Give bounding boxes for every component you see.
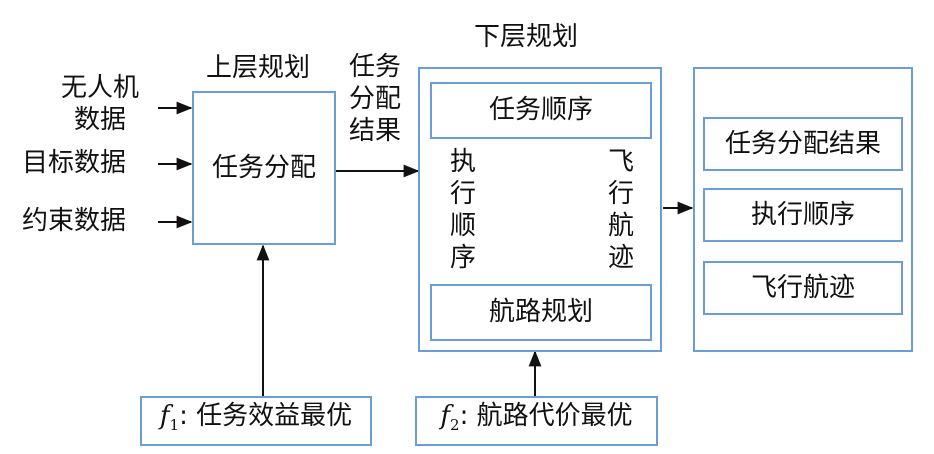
objective-f2-box: f2: 航路代价最优 — [415, 396, 658, 446]
task-order-label: 任务顺序 — [488, 95, 593, 125]
input-target-data: 目标数据 — [22, 148, 127, 178]
upper-level-title: 上层规划 — [206, 53, 311, 83]
input-uav-data: 无人机 数据 — [60, 73, 139, 135]
objective-f2-label: f2: 航路代价最优 — [440, 401, 633, 434]
task-order-box: 任务顺序 — [430, 82, 652, 139]
lower-level-title: 下层规划 — [474, 22, 579, 52]
task-allocation-box: 任务分配 — [192, 91, 336, 245]
objective-f1-label: f1: 任务效益最优 — [159, 401, 353, 434]
route-planning-box: 航路规划 — [430, 284, 652, 341]
output-exec-order: 执行顺序 — [703, 188, 903, 242]
task-allocation-label: 任务分配 — [211, 152, 316, 183]
output-flight-path: 飞行航迹 — [703, 261, 903, 315]
allocation-result-label: 任务 分配 结果 — [348, 52, 401, 146]
exec-order-vertical-label: 执行顺序 — [449, 147, 476, 273]
input-constraint-data: 约束数据 — [22, 206, 127, 236]
flight-path-vertical-label: 飞行航迹 — [607, 147, 634, 273]
output-allocation-result: 任务分配结果 — [703, 117, 903, 171]
objective-f1-box: f1: 任务效益最优 — [140, 396, 372, 446]
route-planning-label: 航路规划 — [488, 297, 593, 327]
